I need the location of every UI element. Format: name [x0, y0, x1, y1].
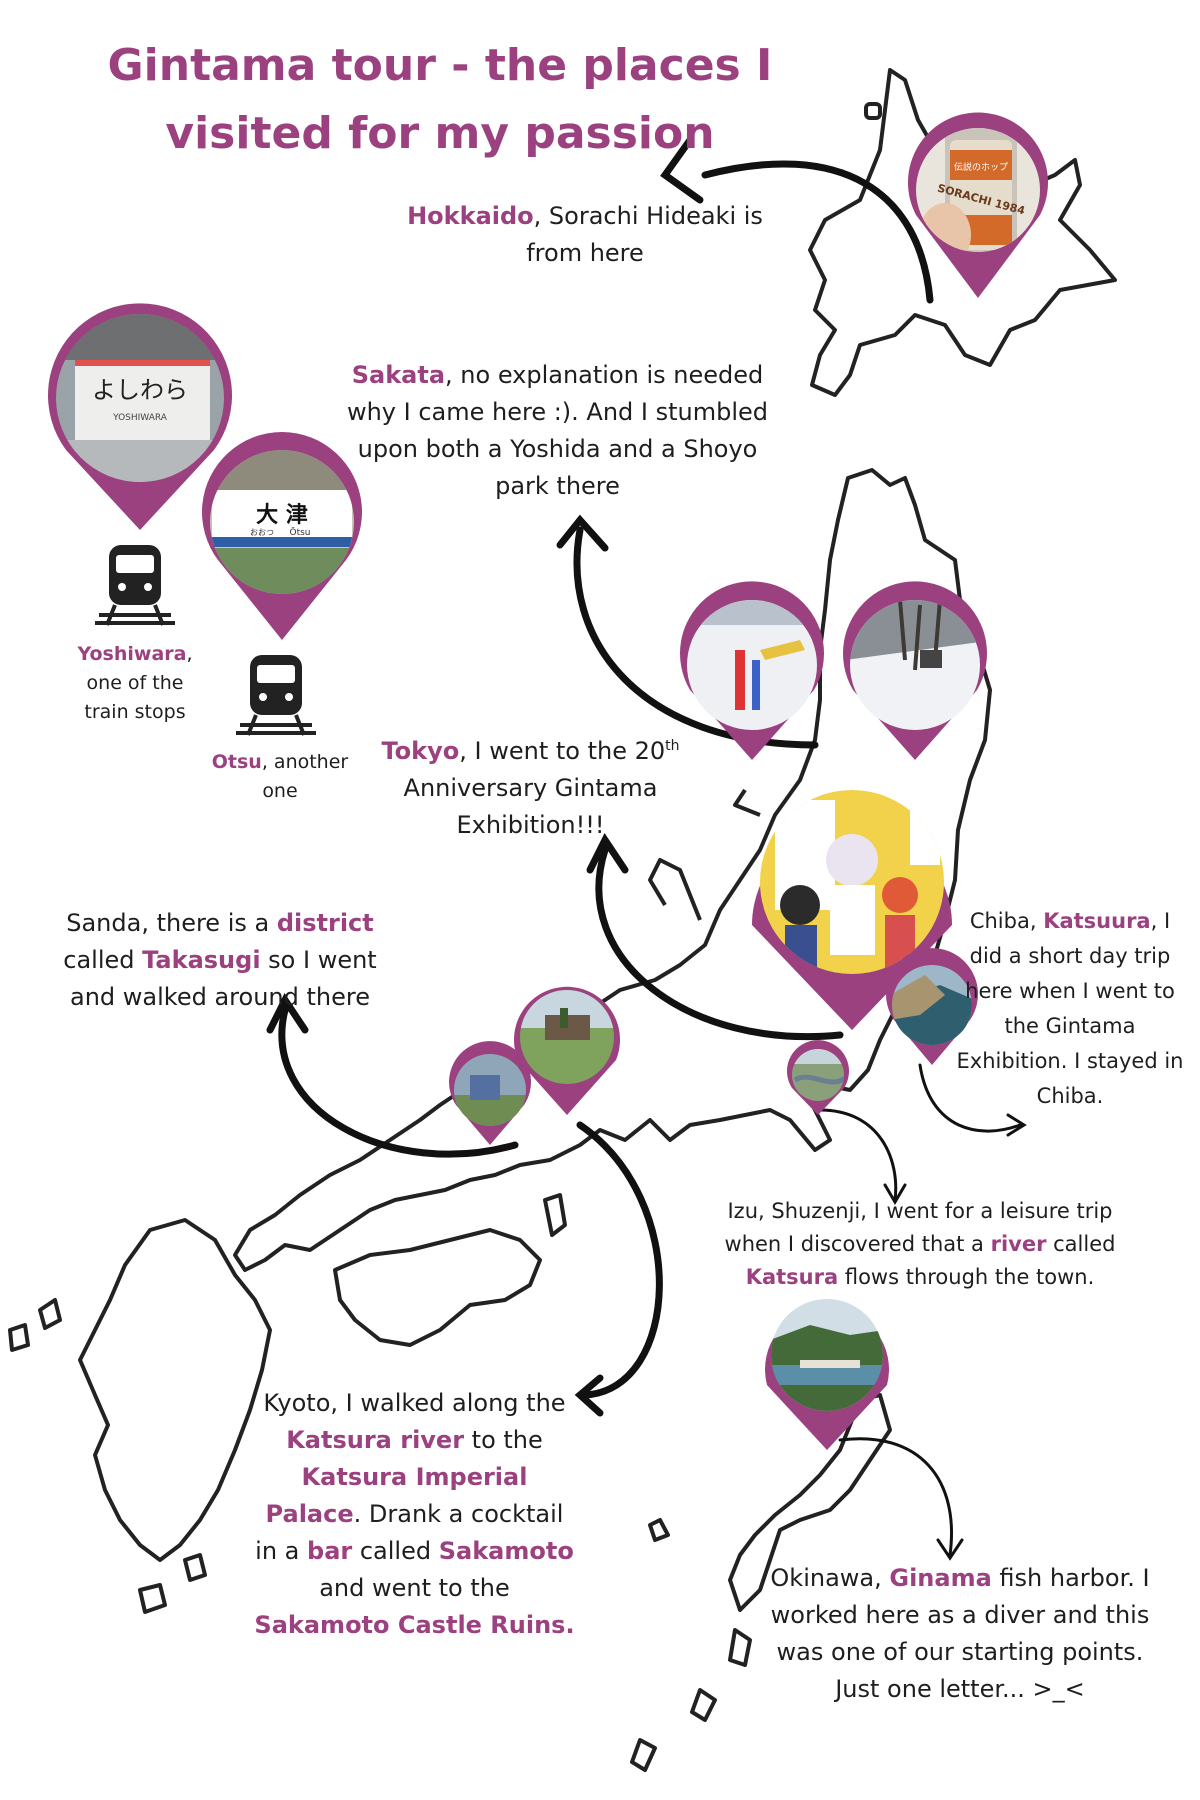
caption-kyoto: Kyoto, I walked along the Katsura river …: [254, 1389, 575, 1639]
arrow-head: [556, 514, 609, 552]
train-icon: [95, 545, 175, 626]
sign-yoshiwara-romaji: YOSHIWARA: [112, 413, 168, 423]
curved-arrow-icon: [595, 846, 844, 1041]
location-pin-icon: [514, 986, 620, 1115]
curved-arrow-icon: [838, 1437, 953, 1557]
location-pin-icon: [449, 1041, 531, 1145]
place-tokyo: Tokyo: [381, 737, 460, 765]
caption-tokyo: Tokyo, I went to the 20th Anniversary Gi…: [381, 737, 680, 839]
location-pin-icon: [843, 581, 987, 760]
curved-arrow-icon: [576, 1121, 663, 1399]
caption-sanda: Sanda, there is a district called Takasu…: [63, 909, 377, 1011]
caption-otsu: Otsu, another one: [211, 751, 349, 802]
location-pin-icon: [885, 948, 978, 1065]
sign-yoshiwara: よしわら: [92, 376, 188, 404]
okinawa-outline: [728, 1393, 892, 1612]
curved-arrow-icon: [818, 1108, 898, 1202]
location-pin-icon: [751, 790, 953, 1030]
kyushu-outline: [78, 1218, 272, 1562]
sign-otsu-kana: おおつ: [250, 528, 274, 537]
page-title: Gintama tour - the places I visited for …: [107, 40, 773, 159]
place-otsu: Otsu: [211, 751, 262, 773]
caption-okinawa: Okinawa, Ginama fish harbor. I worked he…: [770, 1564, 1150, 1703]
arrow-head: [660, 136, 704, 204]
arrow-head: [883, 1183, 907, 1205]
curved-arrow-icon: [701, 160, 934, 304]
location-pin-icon: SORACHI 1984 伝説のホップ: [908, 112, 1048, 298]
curved-arrow-icon: [918, 1063, 1022, 1133]
place-yoshiwara: Yoshiwara: [77, 643, 187, 665]
sign-otsu: 大 津: [256, 502, 308, 528]
can-jp: 伝説のホップ: [954, 161, 1008, 173]
sign-otsu-romaji: Ōtsu: [289, 527, 310, 538]
arrow-head: [574, 1374, 604, 1417]
location-pin-icon: 大 津 おおつ Ōtsu: [201, 432, 362, 640]
thin-arrows: [818, 1063, 1027, 1561]
shikoku-outline: [333, 1228, 542, 1347]
location-pin-icon: [764, 1299, 889, 1450]
train-icon: [236, 655, 316, 736]
location-pin-icon: [787, 1040, 849, 1115]
arrow-head: [1006, 1113, 1027, 1137]
arrows: [266, 136, 934, 1417]
curved-arrow-icon: [278, 1006, 519, 1158]
arrow-head: [586, 833, 629, 874]
caption-sakata: Sakata, no explanation is needed why I c…: [346, 361, 769, 500]
caption-chiba: Chiba, Katsuura, I did a short day trip …: [956, 909, 1184, 1108]
japan-outline: [8, 68, 1117, 1772]
place-sakata: Sakata: [351, 361, 446, 389]
caption-izu: Izu, Shuzenji, I went for a leisure trip…: [724, 1199, 1116, 1289]
location-pin-icon: [680, 581, 824, 760]
arrow-head: [266, 993, 309, 1034]
place-hokkaido: Hokkaido: [407, 202, 534, 230]
caption-hokkaido: Hokkaido, Sorachi Hideaki is from here: [407, 202, 763, 267]
honshu-outline: [233, 468, 992, 1272]
arrow-head: [936, 1538, 964, 1561]
caption-yoshiwara: Yoshiwara, one of the train stops: [77, 643, 193, 723]
